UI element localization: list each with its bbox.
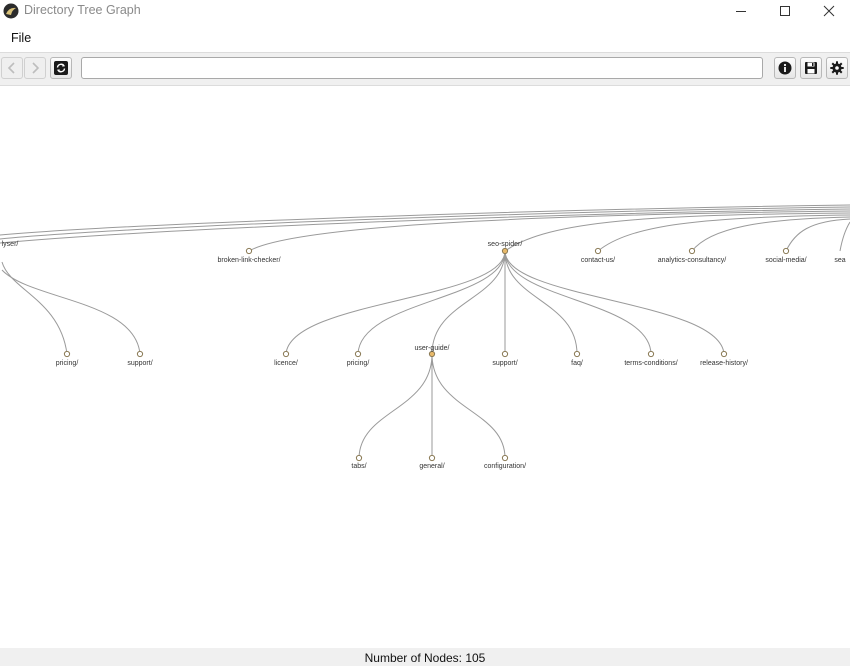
chevron-left-icon [7,62,15,74]
menu-file[interactable]: File [11,31,32,45]
menu-bar: File [0,27,850,49]
svg-text:faq/: faq/ [571,360,583,367]
svg-text:analytics-consultancy/: analytics-consultancy/ [658,257,727,264]
tree-node[interactable]: analytics-consultancy/ [658,247,727,264]
maximize-button[interactable] [762,0,808,22]
svg-text:social-media/: social-media/ [765,257,806,264]
root-edges [0,204,850,252]
svg-text:tabs/: tabs/ [351,463,366,470]
svg-text:general/: general/ [419,463,444,470]
close-button[interactable] [806,0,850,22]
minimize-button[interactable] [718,0,764,22]
close-icon [823,5,835,17]
svg-text:release-history/: release-history/ [700,360,748,367]
svg-text:pricing/: pricing/ [56,360,79,367]
tree-node[interactable]: social-media/ [765,247,807,264]
tree-node[interactable]: contact-us/ [581,247,615,264]
tree-node[interactable]: lyser/ [2,241,19,248]
tree-node[interactable]: user-guide/ [414,345,450,358]
user-guide-edges [358,353,506,459]
status-bar: Number of Nodes: 105 [0,648,850,666]
svg-text:broken-link-checker/: broken-link-checker/ [217,257,280,264]
tree-node[interactable]: release-history/ [700,350,748,367]
title-bar: Directory Tree Graph [0,0,850,22]
tree-node[interactable]: licence/ [274,350,298,367]
toolbar [0,52,850,86]
svg-text:contact-us/: contact-us/ [581,257,615,264]
settings-button[interactable] [826,57,848,79]
chevron-right-icon [32,62,40,74]
back-button[interactable] [1,57,23,79]
tree-node[interactable]: support/ [127,350,153,367]
info-icon [778,61,792,75]
svg-text:seo-spider/: seo-spider/ [488,241,523,248]
svg-text:licence/: licence/ [274,360,298,367]
svg-text:support/: support/ [492,360,517,367]
refresh-button[interactable] [50,57,72,79]
tree-node[interactable]: pricing/ [56,350,79,367]
tree-node[interactable]: sea [834,257,845,264]
minimize-icon [736,11,746,12]
app-icon [3,3,19,19]
save-button[interactable] [800,57,822,79]
info-button[interactable] [774,57,796,79]
svg-text:user-guide/: user-guide/ [414,345,449,352]
edge-analyser-support [1,269,141,355]
tree-node[interactable]: pricing/ [347,350,370,367]
tree-node[interactable]: support/ [492,350,518,367]
svg-text:support/: support/ [127,360,152,367]
tree-node[interactable]: configuration/ [484,454,526,470]
graph-canvas[interactable]: lyser/ broken-link-checker/ seo-spider/ … [0,86,850,648]
tree-node[interactable]: terms-conditions/ [624,350,678,367]
seo-spider-edges [285,250,725,355]
svg-text:terms-conditions/: terms-conditions/ [624,360,677,367]
url-input[interactable] [81,57,763,79]
tree-node[interactable]: broken-link-checker/ [217,247,281,264]
tree-node[interactable]: tabs/ [351,454,367,470]
refresh-icon [54,61,68,75]
svg-text:lyser/: lyser/ [2,241,19,248]
svg-text:sea: sea [834,257,845,264]
forward-button[interactable] [24,57,46,79]
edge-analyser-pricing [1,261,68,355]
tree-node[interactable]: general/ [419,454,445,470]
node-count-status: Number of Nodes: 105 [364,651,486,665]
window-title: Directory Tree Graph [24,3,141,17]
svg-text:pricing/: pricing/ [347,360,370,367]
tree-node[interactable]: seo-spider/ [488,241,523,255]
maximize-icon [780,6,790,16]
tree-node[interactable]: faq/ [571,350,583,367]
directory-tree-graph: lyser/ broken-link-checker/ seo-spider/ … [0,204,850,470]
gear-icon [830,61,844,75]
svg-text:configuration/: configuration/ [484,463,526,470]
save-icon [805,62,817,74]
